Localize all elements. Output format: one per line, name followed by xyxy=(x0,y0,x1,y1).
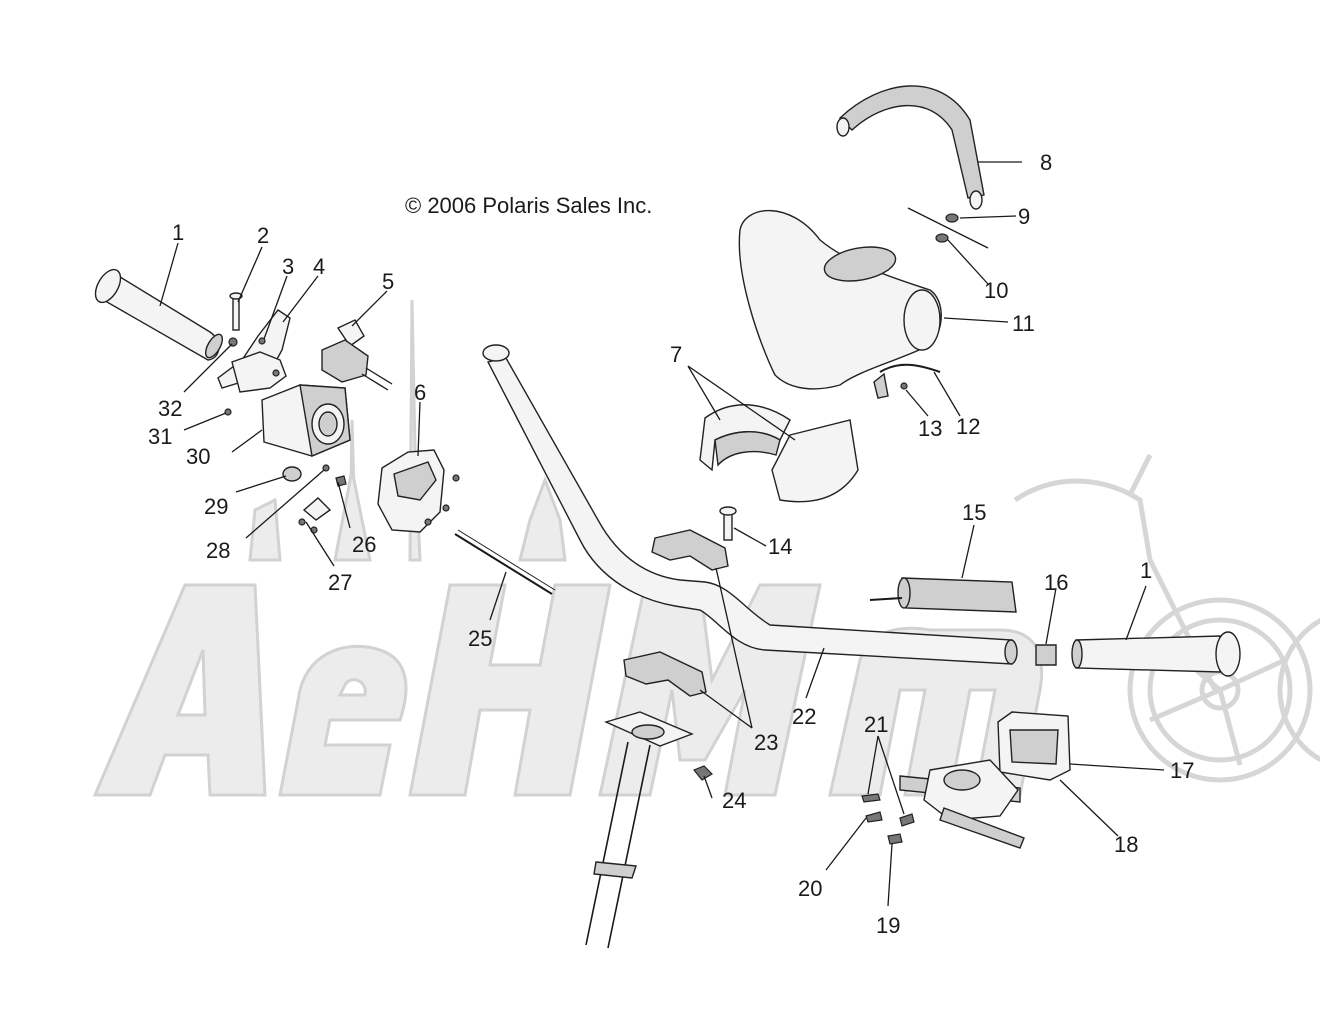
callout-label: 32 xyxy=(158,396,182,421)
switch-connector-part xyxy=(321,319,393,391)
callout-label: 23 xyxy=(754,730,778,755)
callout-label: 29 xyxy=(204,494,228,519)
handlebar-part xyxy=(482,344,1018,665)
callout-label: 14 xyxy=(768,534,792,559)
callout-label: 22 xyxy=(792,704,816,729)
callout-label: 18 xyxy=(1114,832,1138,857)
callout-label: 12 xyxy=(956,414,980,439)
callout-label: 6 xyxy=(414,380,426,405)
callout-label: 3 xyxy=(282,254,294,279)
switch-screw-part xyxy=(228,292,243,347)
callout-label: 19 xyxy=(876,913,900,938)
left-grip-part xyxy=(94,268,224,361)
handlebar-brace-part xyxy=(836,85,985,210)
callout-label: 1 xyxy=(1140,558,1152,583)
callout-label: 7 xyxy=(670,342,682,367)
callout-label: 21 xyxy=(864,712,888,737)
callout-label: 11 xyxy=(1012,311,1035,336)
watermark-logo xyxy=(92,299,1320,797)
callout-label: 1 xyxy=(172,220,184,245)
throttle-cable-part xyxy=(454,529,556,595)
throttle-cover-part xyxy=(377,449,460,533)
callout-label: 25 xyxy=(468,626,492,651)
callout-label: 30 xyxy=(186,444,210,469)
callout-label: 4 xyxy=(313,254,325,279)
watermark-spire-icon xyxy=(248,299,567,562)
callout-label: 10 xyxy=(984,278,1008,303)
small-hardware-left-part xyxy=(282,464,347,534)
callout-label: 20 xyxy=(798,876,822,901)
callout-label: 28 xyxy=(206,538,230,563)
brace-nuts-part xyxy=(907,207,989,249)
clamp-bolt-part xyxy=(719,506,737,541)
switch-bracket-part xyxy=(217,309,291,393)
copyright-text: © 2006 Polaris Sales Inc. xyxy=(405,193,652,218)
callout-label: 31 xyxy=(148,424,172,449)
callout-label: 26 xyxy=(352,532,376,557)
callout-label: 2 xyxy=(257,223,269,248)
callout-label: 8 xyxy=(1040,150,1052,175)
heated-grip-part xyxy=(869,577,1017,613)
leader-lines xyxy=(159,161,1165,907)
headlight-covers-part xyxy=(699,404,859,503)
bar-end-plug-part xyxy=(1035,644,1057,666)
callout-label: 5 xyxy=(382,269,394,294)
lower-clamp-part xyxy=(623,651,707,697)
handlebar-pad-part xyxy=(738,209,942,390)
callout-labels: 1 2 3 4 5 6 7 8 9 10 11 12 13 14 15 16 1… xyxy=(148,150,1194,938)
wire-harness-part xyxy=(873,363,941,399)
watermark-letters xyxy=(92,583,1044,797)
callout-label: 13 xyxy=(918,416,942,441)
callout-label: 24 xyxy=(722,788,746,813)
callout-label: 9 xyxy=(1018,204,1030,229)
right-grip-part xyxy=(1071,631,1241,677)
brake-master-housing-part xyxy=(997,711,1071,781)
callout-label: 15 xyxy=(962,500,986,525)
left-switch-housing-part xyxy=(224,384,351,457)
steering-post-part xyxy=(585,711,713,949)
callout-label: 17 xyxy=(1170,758,1194,783)
callout-label: 27 xyxy=(328,570,352,595)
callout-label: 16 xyxy=(1044,570,1068,595)
brake-lever-assembly-part xyxy=(861,759,1025,849)
upper-clamp-part xyxy=(651,529,729,571)
